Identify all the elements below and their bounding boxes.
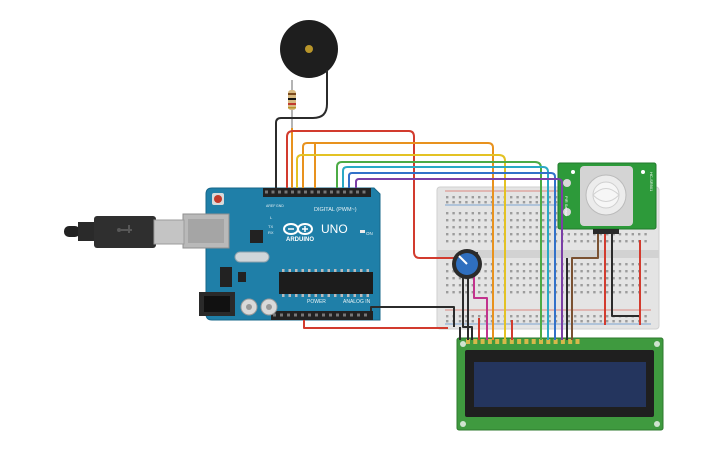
lcd-display[interactable] — [456, 337, 664, 431]
l-label: L — [270, 215, 273, 220]
power-label: POWER — [307, 299, 326, 305]
pir-sensor[interactable]: PIR Sensor HC-SR501 — [557, 162, 657, 234]
pir-label-right: HC-SR501 — [649, 172, 654, 192]
on-label: ON — [366, 231, 373, 236]
buzzer-icon[interactable] — [280, 20, 338, 78]
resistor-icon — [288, 80, 296, 128]
pir-label-left: PIR Sensor — [564, 196, 569, 217]
arduino-logo-icon — [283, 223, 313, 235]
digital-label: DIGITAL (PWM~) — [314, 207, 357, 213]
arduino-model: UNO — [321, 222, 348, 236]
wires — [275, 70, 641, 340]
rx-label: RX — [268, 230, 274, 235]
gnd-label: GND — [276, 204, 284, 208]
tx-label: TX — [268, 224, 273, 229]
lcd-screen — [474, 362, 646, 407]
arduino-uno-board[interactable]: ARDUINO UNO DIGITAL (PWM~) POWER ANALOG … — [182, 187, 381, 321]
atmega-chip — [279, 272, 373, 294]
usb-cable-icon — [64, 216, 185, 248]
analog-label: ANALOG IN — [343, 299, 371, 305]
arduino-brand: ARDUINO — [286, 237, 314, 243]
potentiometer-icon[interactable] — [452, 249, 482, 279]
aref-label: AREF — [266, 204, 275, 208]
